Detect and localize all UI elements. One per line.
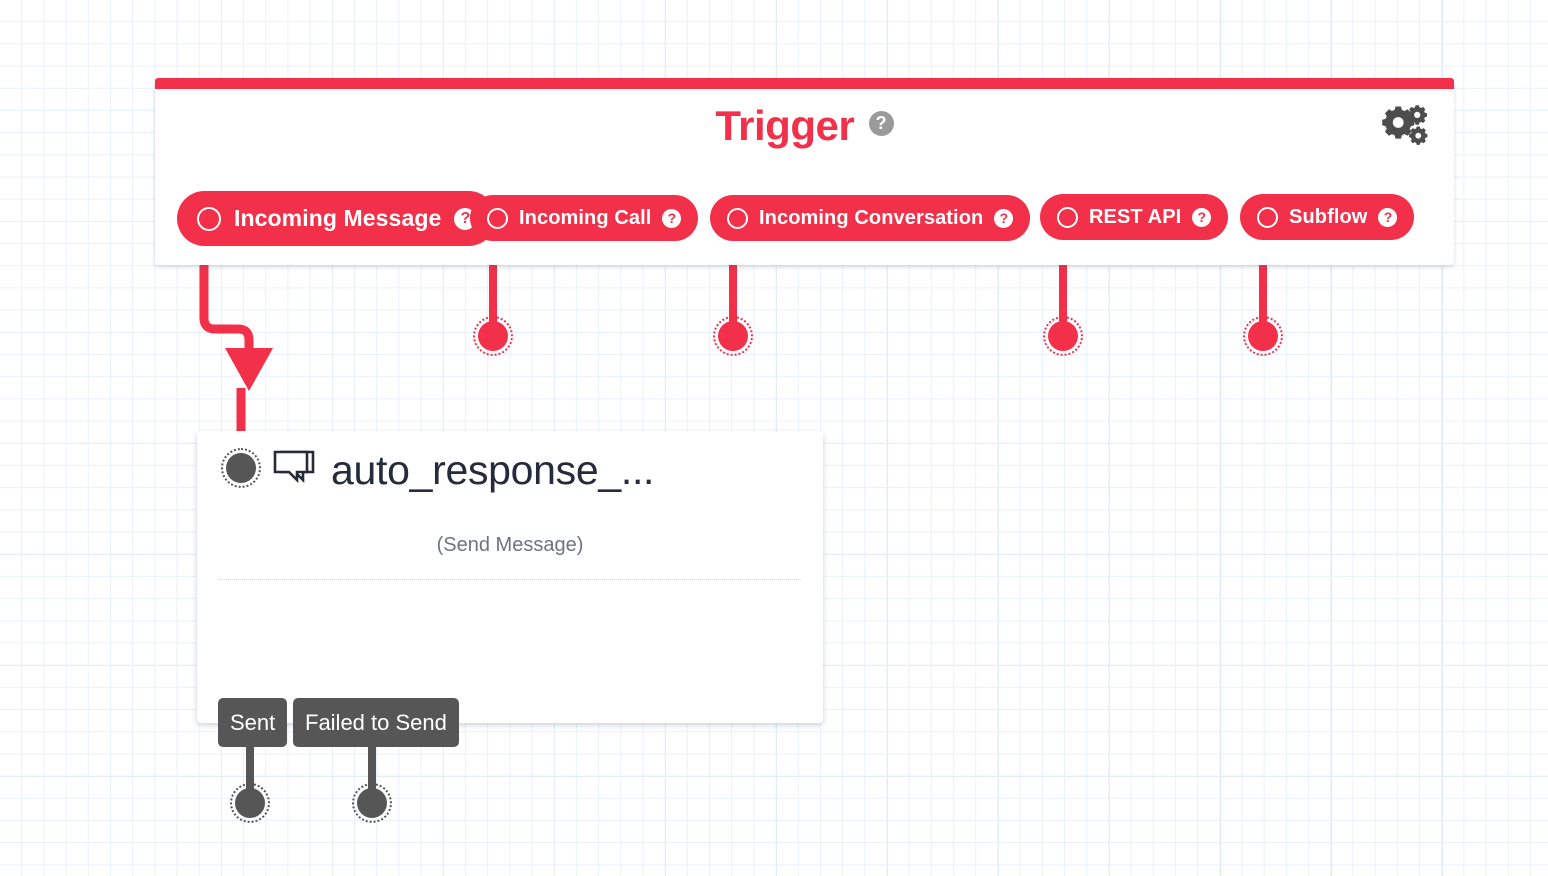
port-ring xyxy=(1043,316,1083,356)
port-subflow[interactable] xyxy=(1243,316,1283,356)
trigger-help-icon[interactable]: ? xyxy=(868,110,894,136)
help-icon[interactable]: ? xyxy=(994,208,1014,228)
chat-bubble-icon xyxy=(271,448,317,493)
help-icon[interactable]: ? xyxy=(1378,207,1398,227)
node-title-row: auto_response_... xyxy=(271,447,654,494)
port-incoming-call[interactable] xyxy=(473,316,513,356)
port-incoming-conversation[interactable] xyxy=(713,316,753,356)
page-title: Trigger xyxy=(715,102,855,149)
edge-arrowhead xyxy=(225,348,273,391)
port-ring xyxy=(1243,316,1283,356)
output-label-sent[interactable]: Sent xyxy=(218,698,288,747)
trigger-label: Incoming Message xyxy=(234,205,442,231)
radio-icon xyxy=(197,206,221,231)
trigger-accent-bar xyxy=(155,78,1454,89)
radio-icon xyxy=(1257,206,1278,228)
help-icon[interactable]: ? xyxy=(1192,207,1212,227)
node-subtitle: (Send Message) xyxy=(436,534,584,556)
port-ring xyxy=(221,448,261,488)
trigger-incoming-call[interactable]: Incoming Call ? xyxy=(470,195,699,241)
port-output-failed-to-send[interactable] xyxy=(352,783,392,823)
trigger-label: Incoming Conversation xyxy=(759,206,984,229)
trigger-title-row: Trigger ? xyxy=(155,102,1454,150)
port-ring xyxy=(713,316,753,356)
port-ring xyxy=(473,316,513,356)
trigger-label: REST API xyxy=(1089,205,1182,228)
trigger-label: Incoming Call xyxy=(519,206,652,229)
port-ring xyxy=(352,783,392,823)
trigger-rest-api[interactable]: REST API ? xyxy=(1040,194,1229,240)
trigger-subflow[interactable]: Subflow ? xyxy=(1240,194,1415,240)
trigger-label: Subflow xyxy=(1289,205,1368,228)
node-header: auto_response_... (Send Message) xyxy=(197,431,823,581)
radio-icon xyxy=(487,207,508,229)
port-output-sent[interactable] xyxy=(230,783,270,823)
trigger-incoming-conversation[interactable]: Incoming Conversation ? xyxy=(710,195,1031,241)
port-ring xyxy=(230,783,270,823)
gears-icon[interactable] xyxy=(1380,102,1428,150)
node-card-auto-response[interactable]: auto_response_... (Send Message) xyxy=(197,431,823,723)
node-title: auto_response_... xyxy=(331,447,655,493)
node-divider xyxy=(219,579,801,581)
trigger-incoming-message[interactable]: Incoming Message ? xyxy=(177,191,497,246)
radio-icon xyxy=(727,207,748,229)
port-node-input[interactable] xyxy=(221,448,261,488)
radio-icon xyxy=(1057,206,1078,228)
output-label-failed-to-send[interactable]: Failed to Send xyxy=(293,698,459,747)
help-icon[interactable]: ? xyxy=(662,208,682,228)
port-rest-api[interactable] xyxy=(1043,316,1083,356)
